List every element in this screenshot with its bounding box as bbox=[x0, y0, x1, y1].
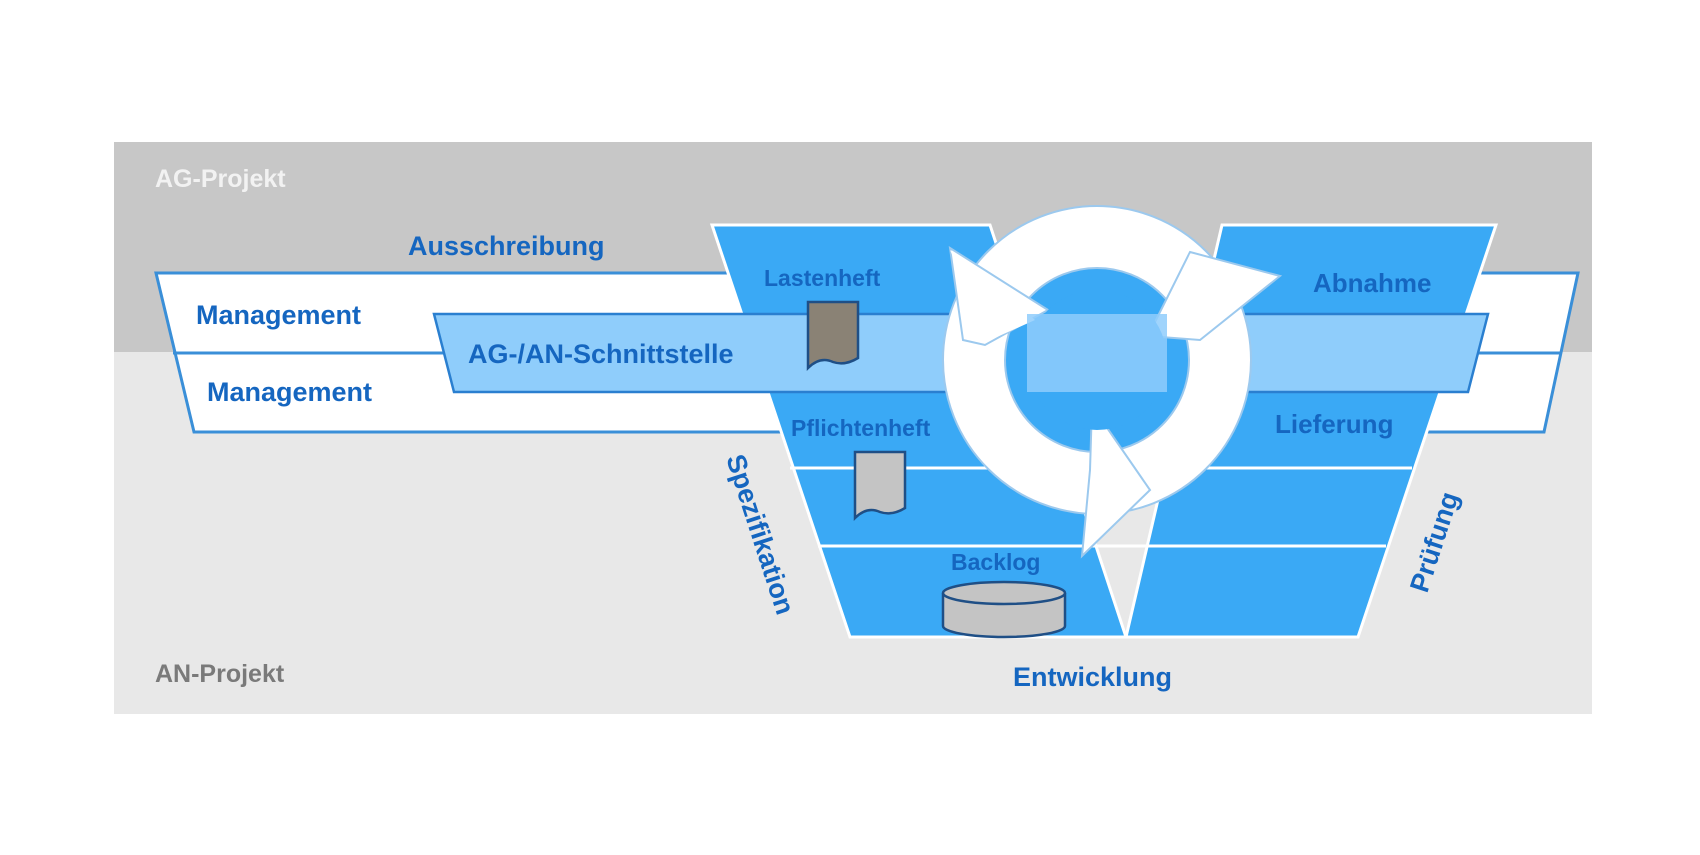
ag-project-label: AG-Projekt bbox=[155, 165, 286, 193]
entwicklung-label: Entwicklung bbox=[1013, 662, 1172, 692]
management-an-label: Management bbox=[207, 377, 372, 407]
abnahme-label: Abnahme bbox=[1313, 268, 1431, 298]
schnittstelle-label: AG-/AN-Schnittstelle bbox=[468, 339, 734, 369]
backlog-label: Backlog bbox=[951, 549, 1040, 575]
document-icon bbox=[853, 450, 907, 522]
ausschreibung-label: Ausschreibung bbox=[408, 231, 605, 261]
pflichtenheft-label: Pflichtenheft bbox=[791, 415, 931, 441]
management-ag-label: Management bbox=[196, 300, 361, 330]
circular-arrows-icon bbox=[942, 205, 1283, 559]
document-icon bbox=[806, 300, 860, 372]
database-icon bbox=[941, 580, 1067, 639]
an-project-label: AN-Projekt bbox=[155, 660, 285, 688]
lastenheft-label: Lastenheft bbox=[764, 265, 881, 291]
lieferung-label: Lieferung bbox=[1275, 409, 1393, 439]
